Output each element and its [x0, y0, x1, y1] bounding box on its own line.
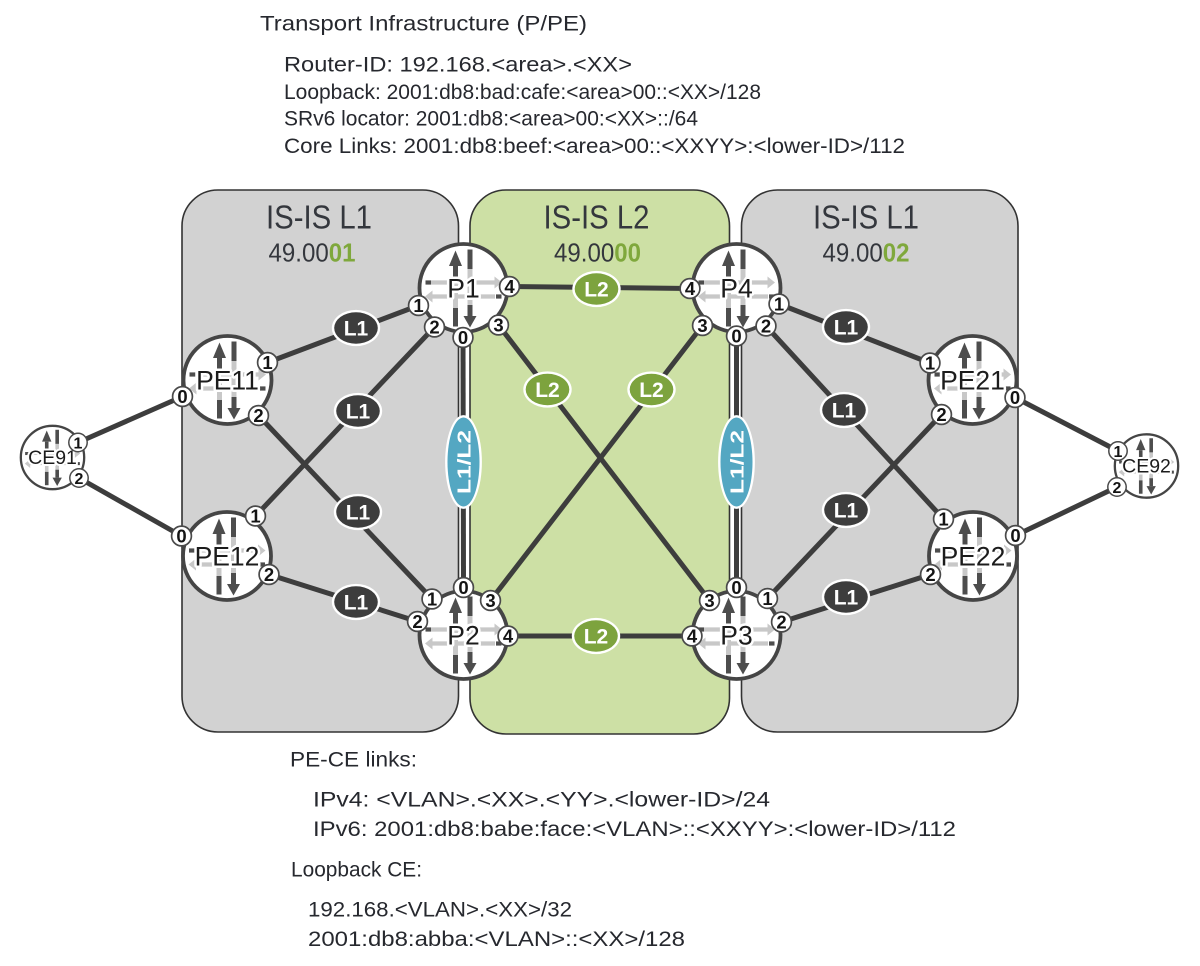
svg-text:1: 1 — [413, 295, 423, 316]
svg-text:3: 3 — [704, 590, 714, 611]
svg-text:4: 4 — [687, 626, 698, 647]
svg-text:IS-IS L1: IS-IS L1 — [813, 199, 919, 236]
svg-text:IPv6: 2001:db8:babe:face:<VLAN: IPv6: 2001:db8:babe:face:<VLAN>::<XXYY>:… — [313, 817, 956, 841]
svg-text:0: 0 — [1010, 525, 1020, 546]
svg-text:Loopback CE:: Loopback CE: — [291, 858, 422, 882]
svg-text:0: 0 — [176, 526, 186, 547]
svg-text:4: 4 — [504, 276, 515, 297]
svg-text:1: 1 — [262, 352, 272, 373]
svg-text:L1: L1 — [344, 592, 369, 615]
svg-text:L1/L2: L1/L2 — [455, 430, 475, 494]
svg-text:2: 2 — [761, 316, 771, 337]
svg-text:2: 2 — [1113, 480, 1122, 497]
svg-text:Transport Infrastructure (P/PE: Transport Infrastructure (P/PE) — [260, 12, 587, 36]
svg-text:49.0000: 49.0000 — [554, 238, 641, 268]
svg-text:2: 2 — [925, 564, 935, 585]
svg-text:2001:db8:abba:<VLAN>::<XX>/128: 2001:db8:abba:<VLAN>::<XX>/128 — [308, 927, 685, 951]
svg-text:IPv4: <VLAN>.<XX>.<YY>.<lower-: IPv4: <VLAN>.<XX>.<YY>.<lower-ID>/24 — [313, 788, 770, 812]
svg-text:2: 2 — [776, 612, 786, 633]
svg-text:0: 0 — [458, 577, 468, 598]
svg-text:CE91: CE91 — [28, 447, 77, 469]
svg-text:3: 3 — [697, 315, 707, 336]
svg-text:0: 0 — [177, 386, 187, 407]
svg-text:P4: P4 — [720, 274, 752, 304]
svg-text:L2: L2 — [584, 626, 609, 649]
svg-text:PE11: PE11 — [196, 366, 259, 396]
svg-text:P3: P3 — [720, 621, 752, 651]
svg-text:L2: L2 — [535, 379, 560, 402]
svg-text:2: 2 — [75, 471, 84, 488]
svg-text:1: 1 — [74, 435, 83, 452]
svg-text:2: 2 — [936, 404, 946, 425]
svg-text:Core Links: 2001:db8:beef:<are: Core Links: 2001:db8:beef:<area>00::<XXY… — [284, 134, 905, 158]
svg-text:CE92: CE92 — [1122, 456, 1171, 478]
svg-text:3: 3 — [485, 590, 495, 611]
svg-text:1: 1 — [1114, 444, 1123, 461]
svg-text:L1: L1 — [834, 500, 859, 523]
svg-text:1: 1 — [762, 588, 772, 609]
svg-text:1: 1 — [925, 353, 935, 374]
svg-text:2: 2 — [253, 405, 263, 426]
svg-text:2: 2 — [412, 611, 422, 632]
svg-text:L1: L1 — [346, 401, 371, 424]
svg-text:1: 1 — [427, 589, 437, 610]
svg-text:L1: L1 — [344, 318, 369, 341]
svg-text:49.0001: 49.0001 — [269, 238, 356, 268]
svg-text:2: 2 — [264, 564, 274, 585]
svg-text:2: 2 — [429, 317, 439, 338]
svg-text:192.168.<VLAN>.<XX>/32: 192.168.<VLAN>.<XX>/32 — [308, 898, 572, 922]
svg-text:L2: L2 — [639, 379, 664, 402]
svg-text:L1: L1 — [834, 317, 859, 340]
svg-text:L1/L2: L1/L2 — [728, 430, 748, 494]
svg-text:0: 0 — [1010, 387, 1020, 408]
svg-text:L2: L2 — [584, 279, 609, 302]
svg-text:0: 0 — [731, 577, 741, 598]
svg-text:PE21: PE21 — [940, 366, 1005, 396]
svg-text:IS-IS L1: IS-IS L1 — [266, 199, 372, 236]
svg-text:P2: P2 — [447, 621, 479, 651]
svg-text:49.0002: 49.0002 — [823, 238, 910, 268]
svg-text:L1: L1 — [832, 400, 857, 423]
svg-text:1: 1 — [250, 506, 260, 527]
svg-text:PE12: PE12 — [195, 542, 260, 572]
svg-text:L1: L1 — [346, 502, 371, 525]
svg-text:L1: L1 — [834, 587, 859, 610]
svg-text:0: 0 — [458, 327, 468, 348]
svg-text:1: 1 — [774, 294, 784, 315]
svg-text:0: 0 — [731, 326, 741, 347]
svg-text:P1: P1 — [447, 274, 479, 304]
svg-text:IS-IS L2: IS-IS L2 — [544, 199, 650, 236]
svg-text:3: 3 — [493, 315, 503, 336]
svg-text:PE22: PE22 — [941, 542, 1006, 572]
svg-text:4: 4 — [685, 278, 696, 299]
svg-text:1: 1 — [938, 509, 948, 530]
svg-text:PE-CE links:: PE-CE links: — [290, 748, 417, 772]
svg-text:Loopback: 2001:db8:bad:cafe:<a: Loopback: 2001:db8:bad:cafe:<area>00::<X… — [284, 80, 761, 104]
svg-text:SRv6 locator: 2001:db8:<area>0: SRv6 locator: 2001:db8:<area>00:<XX>::/6… — [284, 107, 698, 131]
svg-text:4: 4 — [503, 626, 514, 647]
svg-text:Router-ID: 192.168.<area>.<XX>: Router-ID: 192.168.<area>.<XX> — [284, 53, 632, 77]
